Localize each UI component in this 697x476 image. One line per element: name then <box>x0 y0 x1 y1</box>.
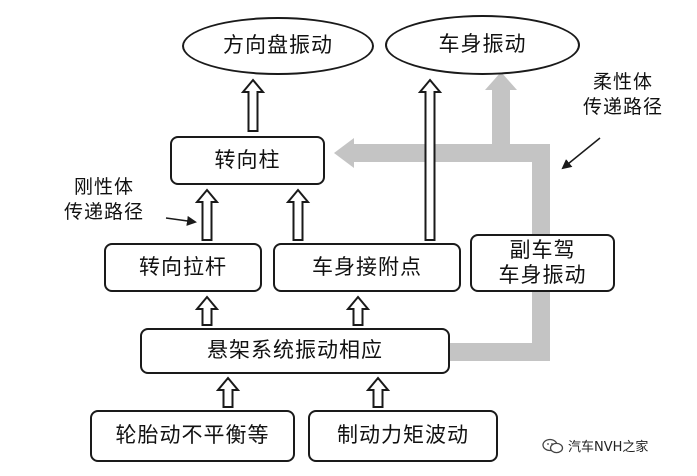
flexible-note-line2: 传递路径 <box>582 95 663 118</box>
arrow-brake-to-suspension <box>365 376 391 408</box>
steering-column-node: 转向柱 <box>170 136 325 185</box>
body-vibration-node: 车身振动 <box>385 15 580 75</box>
arrow-tierod-to-column <box>194 188 220 241</box>
watermark-text: 汽车NVH之家 <box>568 440 649 455</box>
rigid-note-line1: 刚性体 <box>73 176 134 198</box>
rigid-path-note: 刚性体 传递路径 <box>54 175 154 224</box>
arrow-mount-to-column <box>285 188 311 241</box>
steering-wheel-vibration-node: 方向盘振动 <box>182 17 374 75</box>
flexible-note-pointer <box>561 137 601 170</box>
flexible-note-line1: 柔性体 <box>592 71 653 93</box>
arrow-suspension-to-tierod <box>194 295 220 326</box>
arrow-suspension-to-mount <box>345 295 371 326</box>
flexible-path-arrowhead-left <box>334 138 354 168</box>
tire-imbalance-node: 轮胎动不平衡等 <box>90 410 295 462</box>
flexible-path-note: 柔性体 传递路径 <box>573 70 673 119</box>
flexible-path-to-body <box>450 88 550 361</box>
flexible-path-arrowhead-up <box>485 72 517 90</box>
subframe-label-line2: 车身振动 <box>498 263 587 287</box>
brake-torque-fluctuation-node: 制动力矩波动 <box>308 410 498 462</box>
body-mount-point-node: 车身接附点 <box>273 243 461 292</box>
subframe-label-line1: 副车驾 <box>509 237 576 262</box>
tie-rod-node: 转向拉杆 <box>104 243 262 292</box>
arrow-tire-to-suspension <box>215 376 241 408</box>
rigid-note-line2: 传递路径 <box>63 200 144 223</box>
arrow-mount-to-body <box>417 78 443 241</box>
watermark: 汽车NVH之家 <box>542 436 648 455</box>
rigid-note-pointer <box>165 215 197 226</box>
subframe-body-vibration-node: 副车驾 车身振动 <box>470 234 615 292</box>
wechat-icon <box>542 438 564 453</box>
arrow-column-to-wheel <box>240 78 266 132</box>
suspension-response-node: 悬架系统振动相应 <box>140 328 450 374</box>
